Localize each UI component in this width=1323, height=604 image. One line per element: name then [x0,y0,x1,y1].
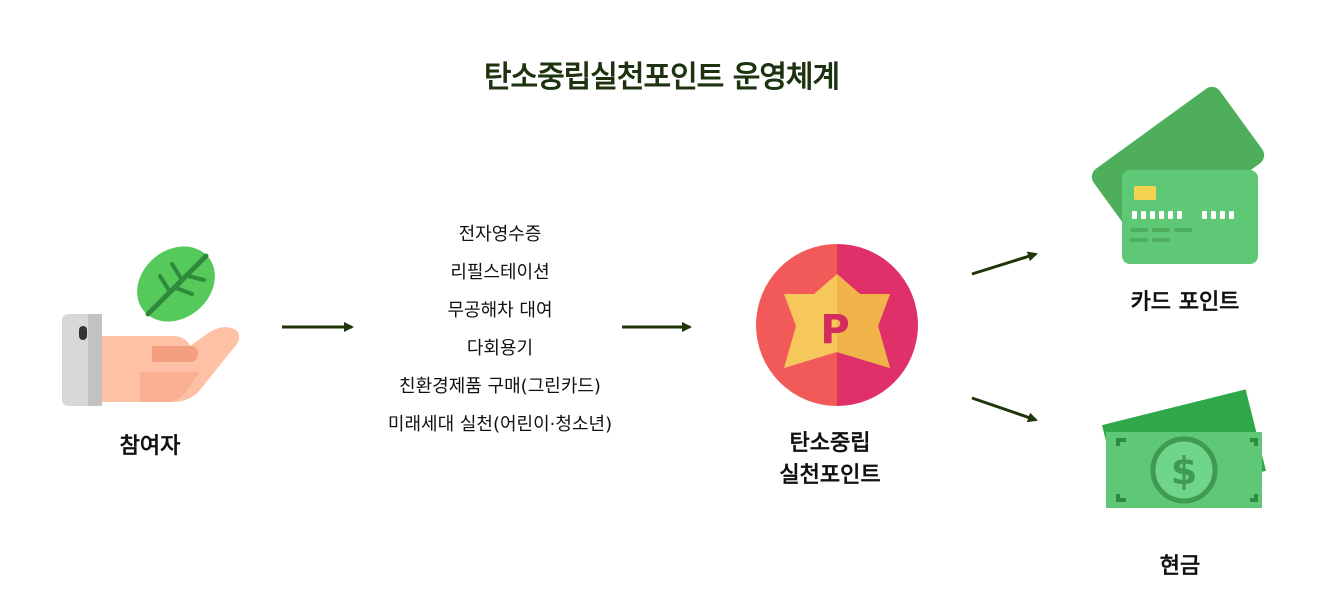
points-badge-letter: P [820,307,849,353]
dollar-bill-icon: $ [1102,389,1266,508]
activity-item: 리필스테이션 [450,262,550,283]
credit-card-icon [1091,86,1265,264]
participant-label: 참여자 [119,434,181,459]
cash-label: 현금 [1159,554,1201,579]
flow-arrow-cash [971,396,1038,423]
activity-item: 다회용기 [466,338,534,359]
activity-item: 미래세대 실천(어린이·청소년) [387,414,613,435]
card-point-label: 카드 포인트 [1130,290,1240,315]
flow-arrow-card [971,251,1038,276]
diagram-title: 탄소중립실천포인트 운영체계 [483,60,840,95]
activity-item: 무공해차 대여 [447,300,553,321]
svg-text:$: $ [1171,449,1197,493]
point-badge-icon [756,244,918,406]
points-label-line1: 탄소중립 [789,431,871,456]
activity-list: 전자영수증 리필스테이션 무공해차 대여 다회용기 친환경제품 구매(그린카드)… [330,216,670,444]
points-label: 탄소중립 실천포인트 [740,428,920,492]
activity-item: 친환경제품 구매(그린카드) [399,376,601,397]
points-label-line2: 실천포인트 [779,463,881,488]
activity-item: 전자영수증 [458,224,542,245]
hand-with-leaf-icon [62,246,240,406]
